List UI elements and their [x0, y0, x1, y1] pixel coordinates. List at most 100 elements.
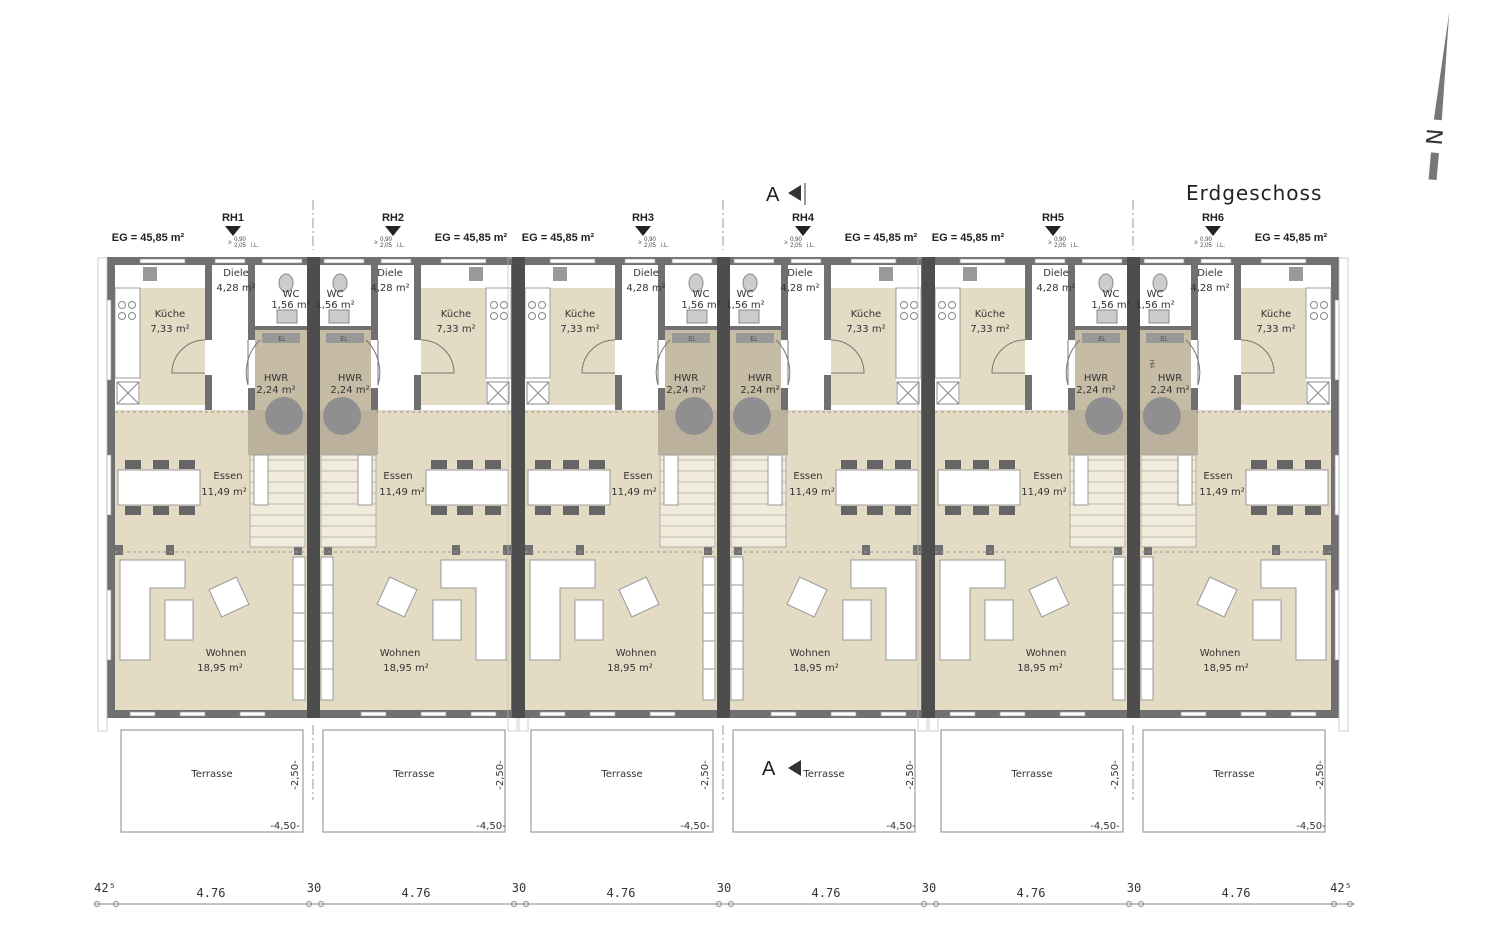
- room-area: 1,56 m²: [1091, 300, 1130, 311]
- window: [440, 258, 487, 264]
- counter: [114, 287, 141, 379]
- stove-burner-icon: [948, 301, 956, 309]
- room-area: 18,95 m²: [607, 663, 653, 674]
- washbasin-icon: [328, 309, 350, 324]
- stove-burner-icon: [1310, 301, 1318, 309]
- front-wall: [319, 257, 519, 265]
- room-name: Diele: [1043, 268, 1069, 279]
- unit-label: RH5: [1042, 212, 1064, 224]
- armchair: [1196, 576, 1238, 618]
- window: [959, 258, 1006, 264]
- door-note: 0,90: [1200, 237, 1212, 243]
- room-name: Diele: [377, 268, 403, 279]
- room-area: 1,56 m²: [681, 300, 720, 311]
- chair: [179, 506, 195, 515]
- chair: [589, 506, 605, 515]
- unit-label: RH4: [792, 212, 815, 224]
- wall-stub: [294, 545, 302, 555]
- room-name: Wohnen: [616, 648, 657, 659]
- interior-wall: [371, 265, 378, 340]
- interior-wall: [205, 265, 212, 340]
- row-houses: [97, 200, 1349, 833]
- tank-icon: [733, 397, 771, 435]
- room-name: Essen: [623, 471, 652, 482]
- room-area: 11,49 m²: [789, 487, 835, 498]
- unit-label: RH1: [222, 212, 244, 224]
- room-name: Küche: [975, 309, 1005, 320]
- room-area: 2,24 m²: [740, 385, 779, 396]
- rear-wall: [517, 710, 717, 718]
- window: [106, 299, 112, 381]
- dimension-label: 4.76: [812, 886, 841, 900]
- stove-burner-icon: [938, 301, 946, 309]
- room-name: WC: [737, 289, 754, 300]
- outline: [1338, 257, 1349, 732]
- fridge-cross: [486, 381, 510, 405]
- wall-stub: [862, 545, 870, 555]
- wall-stub: [913, 545, 921, 555]
- room-name: WC: [693, 289, 710, 300]
- window: [1059, 711, 1086, 717]
- window: [1290, 711, 1317, 717]
- tank-icon: [323, 397, 361, 435]
- chair: [125, 460, 141, 469]
- window: [1143, 258, 1185, 264]
- kitchen-floor: [1241, 288, 1306, 405]
- sink-icon: [963, 267, 977, 281]
- room-area: 4,28 m²: [370, 283, 409, 294]
- terrace-width: -4,50-: [886, 821, 916, 832]
- room-area: 2,24 m²: [1150, 385, 1189, 396]
- counter: [934, 287, 961, 379]
- chair: [485, 460, 501, 469]
- window: [106, 589, 112, 661]
- unit-rh4: [722, 200, 939, 833]
- chair: [125, 506, 141, 515]
- interior-wall: [1191, 388, 1198, 410]
- chair: [457, 506, 473, 515]
- interior-wall: [729, 326, 781, 330]
- washbasin-icon: [686, 309, 708, 324]
- fixture-label: EL: [688, 337, 696, 343]
- room-name: Küche: [851, 309, 881, 320]
- door-note: ≥: [228, 240, 232, 246]
- chair: [485, 506, 501, 515]
- wall-stub: [115, 545, 123, 555]
- party-wall: [512, 257, 525, 718]
- wall-stub: [1144, 545, 1152, 555]
- door-note: 2,05: [380, 243, 392, 249]
- interior-wall: [1075, 326, 1127, 330]
- wall-stub: [734, 545, 742, 555]
- stove-burner-icon: [900, 301, 908, 309]
- dimension-label: 30: [922, 881, 936, 895]
- eg-area: EG = 45,85 m²: [435, 232, 508, 244]
- chair: [895, 460, 911, 469]
- sink-icon: [469, 267, 483, 281]
- sofa: [1260, 559, 1327, 661]
- interior-wall: [371, 388, 378, 410]
- window: [360, 711, 387, 717]
- party-wall: [1127, 257, 1140, 718]
- stair-rail: [253, 454, 269, 506]
- room-name: Wohnen: [1026, 648, 1067, 659]
- armchair: [786, 576, 828, 618]
- room-area: 1,56 m²: [315, 300, 354, 311]
- washbasin-icon: [276, 309, 298, 324]
- door-note: i.L.: [397, 243, 405, 249]
- terrace-depth: -2,50-: [905, 760, 916, 790]
- fixture-label: EL: [278, 337, 286, 343]
- fixture-label: EL: [1098, 337, 1106, 343]
- toilet-icon: [688, 273, 704, 293]
- room-name: Küche: [1261, 309, 1291, 320]
- dimension-label: 4.76: [1222, 886, 1251, 900]
- annotations: Erdgeschoss N A A: [95, 12, 1450, 905]
- stove-burner-icon: [128, 312, 136, 320]
- chair: [945, 506, 961, 515]
- interior-wall: [319, 326, 371, 330]
- chair: [999, 460, 1015, 469]
- unit-marker-icon: [1045, 226, 1061, 236]
- wall-stub: [503, 545, 511, 555]
- terrace-label: Terrasse: [392, 769, 434, 780]
- door-note: 2,05: [790, 243, 802, 249]
- kitchen-floor: [550, 288, 615, 405]
- chair: [895, 506, 911, 515]
